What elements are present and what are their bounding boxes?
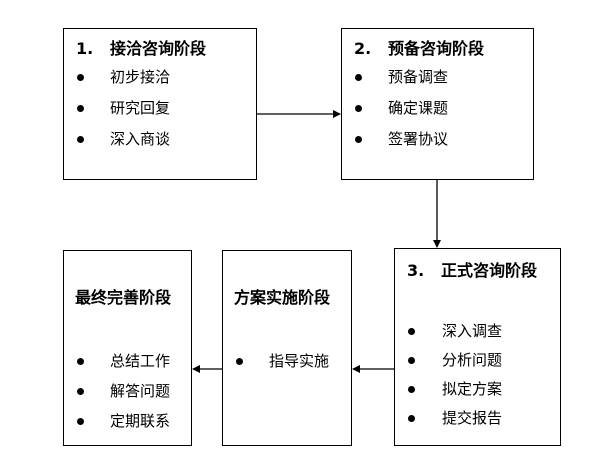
bullet-icon <box>77 74 84 81</box>
bullet-icon <box>408 415 415 422</box>
bullet-icon <box>236 358 243 365</box>
stage-2-title-text: 预备咨询阶段 <box>388 39 485 58</box>
bullet-icon <box>77 105 84 112</box>
implementation-stage-box: 方案实施阶段 指导实施 <box>222 250 352 446</box>
bullet-icon <box>408 386 415 393</box>
stage-1-item-2: 研究回复 <box>110 99 171 117</box>
final-stage-item-3: 定期联系 <box>110 412 171 430</box>
bullet-icon <box>408 357 415 364</box>
bullet-icon <box>355 74 362 81</box>
stage-3-item-4: 提交报告 <box>442 409 503 427</box>
bullet-icon <box>355 136 362 143</box>
stage-2-item-2: 确定课题 <box>388 99 449 117</box>
stage-1-box: 1. 接洽咨询阶段 初步接洽 研究回复 深入商谈 <box>63 28 257 180</box>
final-stage-box: 最终完善阶段 总结工作 解答问题 定期联系 <box>63 250 192 446</box>
implementation-stage-item-1: 指导实施 <box>269 352 330 370</box>
stage-3-title-text: 正式咨询阶段 <box>441 261 538 280</box>
stage-3-title: 3. 正式咨询阶段 <box>407 261 537 281</box>
bullet-icon <box>355 105 362 112</box>
final-stage-item-1: 总结工作 <box>110 352 171 370</box>
stage-2-box: 2. 预备咨询阶段 预备调查 确定课题 签署协议 <box>341 28 534 180</box>
stage-2-item-1: 预备调查 <box>388 68 449 86</box>
stage-3-box: 3. 正式咨询阶段 深入调查 分析问题 拟定方案 提交报告 <box>394 248 561 446</box>
stage-2-item-3: 签署协议 <box>388 130 449 148</box>
bullet-icon <box>77 388 84 395</box>
stage-1-number: 1. <box>76 39 94 58</box>
bullet-icon <box>77 358 84 365</box>
stage-2-number: 2. <box>354 39 372 58</box>
final-stage-title: 最终完善阶段 <box>75 288 172 307</box>
stage-3-number: 3. <box>407 261 425 280</box>
stage-1-title-text: 接洽咨询阶段 <box>110 39 207 58</box>
stage-3-item-3: 拟定方案 <box>442 380 503 398</box>
implementation-stage-title: 方案实施阶段 <box>234 288 331 307</box>
stage-1-item-1: 初步接洽 <box>110 68 171 86</box>
bullet-icon <box>77 418 84 425</box>
stage-1-title: 1. 接洽咨询阶段 <box>76 39 206 59</box>
stage-2-title: 2. 预备咨询阶段 <box>354 39 484 59</box>
final-stage-item-2: 解答问题 <box>110 382 171 400</box>
stage-3-item-1: 深入调查 <box>442 322 503 340</box>
bullet-icon <box>408 328 415 335</box>
stage-1-item-3: 深入商谈 <box>110 130 171 148</box>
stage-3-item-2: 分析问题 <box>442 351 503 369</box>
bullet-icon <box>77 136 84 143</box>
